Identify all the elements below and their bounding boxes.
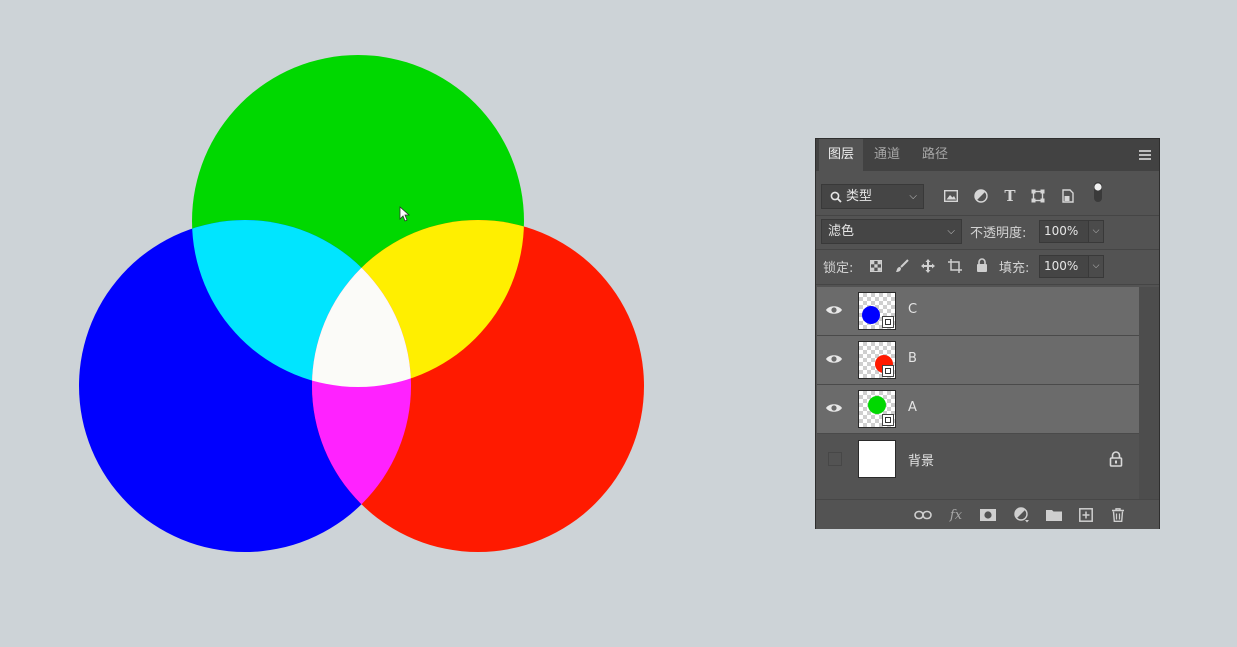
visibility-toggle[interactable] — [828, 452, 842, 466]
filter-toggle-icon[interactable] — [1088, 182, 1108, 202]
lock-icon — [1109, 451, 1123, 467]
eye-icon[interactable] — [825, 303, 843, 317]
layer-thumbnail — [858, 341, 896, 379]
link-layers-icon[interactable] — [913, 505, 933, 525]
filter-kind-dropdown[interactable]: 类型 ⌵ — [821, 184, 924, 209]
layer-thumbnail — [858, 440, 896, 478]
smart-object-icon — [882, 414, 894, 426]
lock-transparent-icon[interactable] — [867, 257, 885, 275]
search-icon — [830, 191, 842, 203]
lock-image-icon[interactable] — [893, 257, 911, 275]
panel-footer: fx — [816, 499, 1159, 529]
filter-row: 类型 ⌵ T — [816, 182, 1159, 210]
tab-channels[interactable]: 通道 — [874, 147, 901, 162]
smart-object-filter-icon[interactable] — [1058, 186, 1078, 206]
new-layer-icon[interactable] — [1076, 505, 1096, 525]
shape-filter-icon[interactable] — [1028, 186, 1048, 206]
layer-row-a[interactable]: A — [817, 385, 1139, 433]
filter-kind-label: 类型 — [846, 189, 873, 204]
fx-icon[interactable]: fx — [949, 507, 963, 523]
tab-paths[interactable]: 路径 — [922, 147, 949, 162]
eye-icon[interactable] — [825, 352, 843, 366]
lock-artboard-icon[interactable] — [946, 257, 964, 275]
blend-row: 滤色 ⌵ 不透明度: 100% ⌵ — [816, 219, 1159, 245]
lock-label: 锁定: — [823, 261, 854, 276]
layer-name[interactable]: 背景 — [908, 454, 935, 469]
blend-mode-dropdown[interactable]: 滤色 ⌵ — [821, 219, 962, 244]
image-filter-icon[interactable] — [941, 186, 961, 206]
blend-mode-value: 滤色 — [828, 224, 855, 239]
type-filter-icon[interactable]: T — [1004, 187, 1016, 205]
opacity-label: 不透明度: — [970, 226, 1027, 241]
tab-layers[interactable]: 图层 — [819, 139, 864, 171]
smart-object-icon — [882, 316, 894, 328]
lock-row: 锁定: 填充: 100% ⌵ — [816, 254, 1159, 280]
layer-name[interactable]: C — [908, 302, 918, 317]
chevron-down-icon: ⌵ — [909, 191, 917, 202]
layer-name[interactable]: B — [908, 351, 917, 366]
eye-icon[interactable] — [825, 401, 843, 415]
layers-scrollbar[interactable] — [1139, 287, 1159, 499]
layer-mask-icon[interactable] — [978, 505, 998, 525]
lock-all-icon[interactable] — [973, 256, 991, 274]
panel-tab-bar: 图层 通道 路径 — [816, 139, 1159, 171]
fill-label: 填充: — [999, 261, 1030, 276]
layer-row-background[interactable]: 背景 — [817, 435, 1139, 483]
layer-thumbnail — [858, 390, 896, 428]
layer-thumbnail — [858, 292, 896, 330]
layer-row-b[interactable]: B — [817, 336, 1139, 384]
layer-name[interactable]: A — [908, 400, 917, 415]
opacity-chevron-icon[interactable]: ⌵ — [1088, 220, 1104, 243]
lock-position-icon[interactable] — [919, 257, 937, 275]
fill-field[interactable]: 100% — [1039, 255, 1089, 278]
panel-menu-icon[interactable] — [1139, 150, 1151, 160]
group-folder-icon[interactable] — [1044, 505, 1064, 525]
opacity-field[interactable]: 100% — [1039, 220, 1089, 243]
chevron-down-icon: ⌵ — [947, 226, 955, 237]
adjustment-layer-icon[interactable] — [1012, 505, 1032, 525]
layers-panel: 图层 通道 路径 类型 ⌵ T — [815, 138, 1160, 529]
smart-object-icon — [882, 365, 894, 377]
layer-row-c[interactable]: C — [817, 287, 1139, 335]
mouse-cursor-icon — [399, 206, 411, 222]
delete-icon[interactable] — [1108, 505, 1128, 525]
fill-chevron-icon[interactable]: ⌵ — [1088, 255, 1104, 278]
adjustment-filter-icon[interactable] — [971, 186, 991, 206]
